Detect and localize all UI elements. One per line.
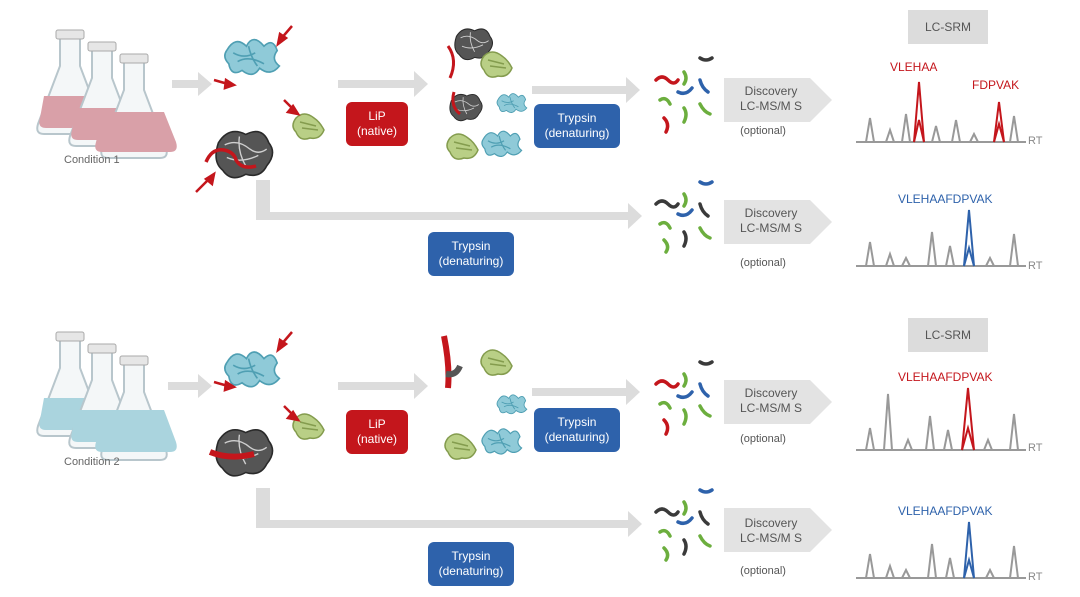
discovery-shape-top-1 xyxy=(724,78,832,122)
discovery-shape-top-2 xyxy=(724,380,832,424)
peptides-bottom-2 xyxy=(654,488,714,562)
discovery-line1: Discovery xyxy=(744,386,798,400)
discovery-shape-bottom-2 xyxy=(724,508,832,552)
trypsin-box-bottom-2: Trypsin (denaturing) xyxy=(428,542,514,586)
chromatogram-top-2 xyxy=(856,387,1026,451)
condition-label-1: Condition 1 xyxy=(64,154,120,166)
lcsrm-label-2: LC-SRM xyxy=(908,318,988,352)
lip-native-box-1: LiP (native) xyxy=(346,102,408,146)
arrow-trypsin-top-2 xyxy=(532,379,640,405)
lip-fragments-2 xyxy=(441,335,528,460)
arrow-flask-to-proteins-2 xyxy=(168,374,212,398)
cleavage-arrows-2 xyxy=(213,331,301,422)
trypsin-line2: (denaturing) xyxy=(438,564,504,578)
cleavage-arrows-1 xyxy=(195,25,301,193)
optional-label-top-2: (optional) xyxy=(740,433,786,445)
flask-liquid-condition-2 xyxy=(95,410,177,452)
discovery-shape-bottom-1 xyxy=(724,200,832,244)
discovery-line2: LC-MS/M S xyxy=(739,401,802,415)
discovery-line2: LC-MS/M S xyxy=(739,99,802,113)
trypsin-line1: Trypsin xyxy=(557,415,597,429)
rt-axis-label: RT xyxy=(1028,135,1043,147)
native-proteins-2 xyxy=(208,351,325,477)
peptide-label-full-2b: VLEHAAFDPVAK xyxy=(898,504,993,518)
lip-line1: LiP xyxy=(368,109,386,123)
lip-fragments-1 xyxy=(446,28,528,160)
trypsin-box-top-2: Trypsin (denaturing) xyxy=(534,408,620,452)
native-proteins-1 xyxy=(204,38,325,179)
arrow-control-branch-2 xyxy=(256,488,642,537)
chromatogram-bottom-1 xyxy=(856,209,1026,267)
optional-label-bottom-2: (optional) xyxy=(740,565,786,577)
peptide-label-full-2a: VLEHAAFDPVAK xyxy=(898,370,993,384)
panel-condition-2 xyxy=(36,331,1026,579)
trypsin-box-top-1: Trypsin (denaturing) xyxy=(534,104,620,148)
chromatogram-bottom-2 xyxy=(856,521,1026,579)
discovery-line2: LC-MS/M S xyxy=(739,221,802,235)
condition-label-2: Condition 2 xyxy=(64,456,120,468)
rt-axis-label: RT xyxy=(1028,571,1043,583)
panel-condition-1 xyxy=(36,25,1026,267)
lip-line2: (native) xyxy=(356,124,397,138)
discovery-line2: LC-MS/M S xyxy=(739,531,802,545)
peptide-label-full-1: VLEHAAFDPVAK xyxy=(898,192,993,206)
lip-native-box-2: LiP (native) xyxy=(346,410,408,454)
arrow-flask-to-proteins-1 xyxy=(172,72,212,96)
discovery-line1: Discovery xyxy=(744,84,798,98)
lip-line2: (native) xyxy=(356,432,397,446)
trypsin-line1: Trypsin xyxy=(451,549,491,563)
discovery-line1: Discovery xyxy=(744,206,798,220)
trypsin-line1: Trypsin xyxy=(451,239,491,253)
arrow-trypsin-top-1 xyxy=(532,77,640,103)
rt-axis-label: RT xyxy=(1028,442,1043,454)
flasks-condition-2 xyxy=(36,331,177,461)
trypsin-line2: (denaturing) xyxy=(544,430,610,444)
discovery-label-top-2: Discovery LC-MS/M S xyxy=(726,386,816,416)
discovery-label-top-1: Discovery LC-MS/M S xyxy=(726,84,816,114)
peptide-label-vlehaa: VLEHAA xyxy=(890,60,938,74)
arrow-control-branch-1 xyxy=(256,180,642,229)
peptides-top-1 xyxy=(654,56,714,134)
chromatogram-top-1 xyxy=(856,81,1026,143)
discovery-line1: Discovery xyxy=(744,516,798,530)
arrow-lip-1 xyxy=(338,71,428,97)
discovery-label-bottom-1: Discovery LC-MS/M S xyxy=(726,206,816,236)
trypsin-box-bottom-1: Trypsin (denaturing) xyxy=(428,232,514,276)
trypsin-line2: (denaturing) xyxy=(438,254,504,268)
flask-liquid-condition-1 xyxy=(95,112,177,152)
peptides-top-2 xyxy=(654,360,714,436)
lcsrm-label-1: LC-SRM xyxy=(908,10,988,44)
peptides-bottom-1 xyxy=(654,180,714,254)
discovery-label-bottom-2: Discovery LC-MS/M S xyxy=(726,516,816,546)
optional-label-bottom-1: (optional) xyxy=(740,257,786,269)
rt-axis-label: RT xyxy=(1028,260,1043,272)
lip-line1: LiP xyxy=(368,417,386,431)
peptide-label-fdpvak: FDPVAK xyxy=(972,78,1020,92)
trypsin-line2: (denaturing) xyxy=(544,126,610,140)
trypsin-line1: Trypsin xyxy=(557,111,597,125)
flasks-condition-1 xyxy=(36,29,177,159)
optional-label-top-1: (optional) xyxy=(740,125,786,137)
arrow-lip-2 xyxy=(338,373,428,399)
